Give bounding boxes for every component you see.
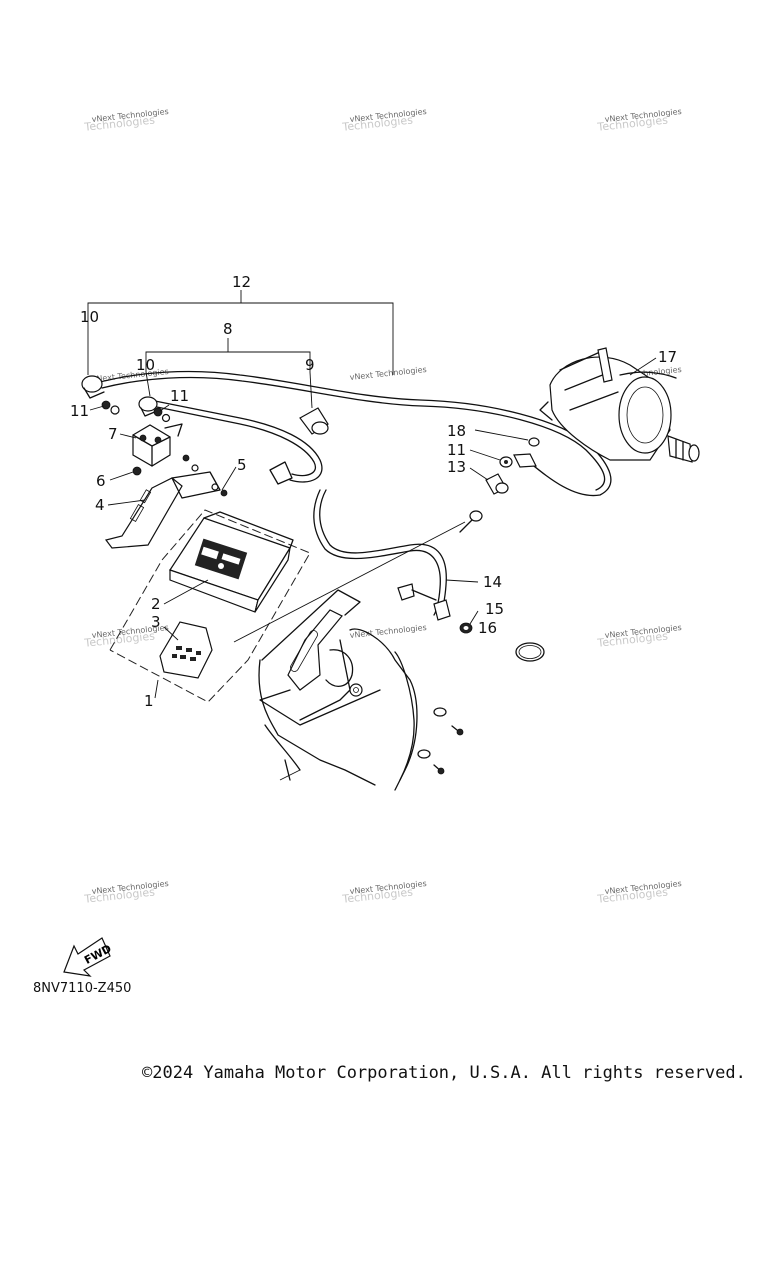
callout-11b: 11 bbox=[170, 387, 189, 405]
watermark: Technologies vNext Technologies bbox=[596, 107, 682, 134]
terminal-cap-10 bbox=[81, 375, 105, 399]
callout-4: 4 bbox=[95, 496, 105, 514]
group-brackets bbox=[87, 290, 394, 375]
callout-12: 12 bbox=[232, 273, 251, 291]
watermark: Technologies vNext Technologies bbox=[341, 107, 427, 134]
callout-6: 6 bbox=[96, 472, 106, 490]
terminal-cap-10b bbox=[138, 396, 158, 417]
washer-15 bbox=[459, 622, 473, 634]
watermarks: Technologies vNext Technologies Technolo… bbox=[83, 107, 682, 906]
callout-11c: 11 bbox=[447, 441, 466, 459]
ground-cable bbox=[319, 489, 447, 616]
callout-8: 8 bbox=[223, 320, 233, 338]
callout-9: 9 bbox=[305, 356, 315, 374]
cables bbox=[99, 370, 612, 616]
diagram-code: 8NV7110-Z450 bbox=[33, 981, 132, 996]
bolt-top bbox=[459, 510, 483, 533]
leaders bbox=[89, 357, 657, 699]
watermark: vNext Technologies bbox=[349, 623, 427, 640]
callout-11a: 11 bbox=[70, 402, 89, 420]
clamp-16 bbox=[515, 642, 545, 662]
callout-10b: 10 bbox=[136, 356, 155, 374]
callout-5: 5 bbox=[237, 456, 247, 474]
cable-terminal-starter bbox=[513, 453, 537, 468]
terminal-cover-9 bbox=[269, 407, 329, 485]
callout-14: 14 bbox=[483, 573, 502, 591]
bolt-14 bbox=[397, 583, 451, 621]
watermark: Technologies vNext Technologies bbox=[596, 879, 682, 906]
nut-11c bbox=[499, 456, 513, 468]
copyright-notice: ©2024 Yamaha Motor Corporation, U.S.A. A… bbox=[142, 1063, 746, 1083]
watermark: Technologies vNext Technologies bbox=[596, 623, 682, 650]
watermark: Technologies vNext Technologies bbox=[341, 879, 427, 906]
pad-3 bbox=[159, 621, 213, 679]
callouts: 12 10 8 10 9 11 11 7 6 5 4 2 3 1 17 18 1… bbox=[70, 273, 677, 710]
nut-11b bbox=[153, 407, 171, 423]
hull-screws bbox=[417, 707, 464, 775]
callout-16: 16 bbox=[478, 619, 497, 637]
callout-18: 18 bbox=[447, 422, 466, 440]
callout-1: 1 bbox=[144, 692, 154, 710]
callout-7: 7 bbox=[108, 425, 118, 443]
nut-6 bbox=[132, 466, 142, 476]
callout-13: 13 bbox=[447, 458, 466, 476]
terminal-cover-13 bbox=[485, 473, 509, 495]
starter-motor-17 bbox=[539, 347, 700, 463]
watermark: Technologies vNext Technologies bbox=[83, 879, 169, 906]
watermark: Technologies vNext Technologies bbox=[83, 107, 169, 134]
nut-11a bbox=[101, 400, 120, 415]
positive-cable bbox=[99, 370, 612, 497]
battery-cable bbox=[149, 399, 323, 483]
hull-section bbox=[258, 589, 418, 791]
callout-10a: 10 bbox=[80, 308, 99, 326]
callout-2: 2 bbox=[151, 595, 161, 613]
svg-text:vNext Technologies: vNext Technologies bbox=[349, 365, 427, 382]
washer-18 bbox=[528, 437, 540, 447]
callout-17: 17 bbox=[658, 348, 677, 366]
bracket-4 bbox=[104, 471, 221, 549]
fwd-arrow-icon: FWD bbox=[63, 937, 114, 977]
watermark: vNext Technologies bbox=[349, 365, 427, 382]
relay-7 bbox=[132, 423, 183, 467]
svg-text:vNext Technologies: vNext Technologies bbox=[349, 623, 427, 640]
battery-2 bbox=[169, 511, 294, 613]
callout-15: 15 bbox=[485, 600, 504, 618]
callout-3: 3 bbox=[151, 613, 161, 631]
